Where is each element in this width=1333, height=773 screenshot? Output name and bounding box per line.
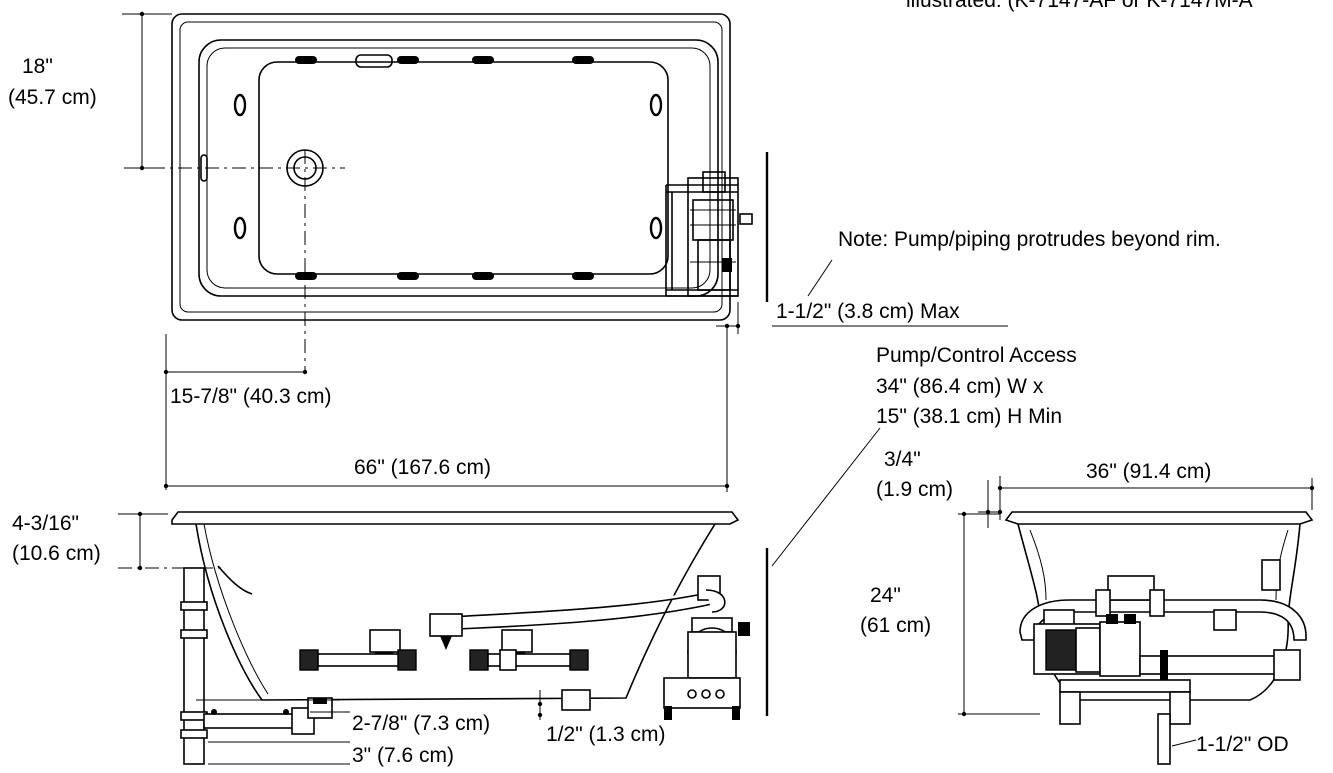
side-pump bbox=[663, 575, 750, 720]
jet bbox=[295, 56, 317, 64]
dim-24-cm-label: (61 cm) bbox=[860, 614, 931, 637]
dim-15-7-8 bbox=[163, 334, 308, 490]
plan-outer-rim bbox=[171, 13, 731, 321]
jet bbox=[649, 93, 663, 117]
jet bbox=[572, 56, 594, 64]
plan-basin-inner-line bbox=[206, 47, 711, 289]
grab-handle bbox=[355, 54, 393, 68]
plan-rim-inner-line bbox=[179, 21, 723, 313]
dim-18 bbox=[122, 11, 172, 171]
dim-4-3-16-cm-label: (10.6 cm) bbox=[12, 542, 101, 565]
jet bbox=[472, 56, 494, 64]
side-body bbox=[195, 523, 716, 701]
access-title: Pump/Control Access bbox=[876, 344, 1077, 367]
access-leader bbox=[771, 427, 881, 567]
dim-3-4-cm-label: (1.9 cm) bbox=[876, 478, 953, 501]
dim-4-3-16-in-label: 4-3/16" bbox=[12, 512, 79, 535]
plan-jets-bottom bbox=[295, 272, 594, 280]
access-height: 15" (38.1 cm) H Min bbox=[876, 405, 1062, 428]
end-view: 3/4" (1.9 cm) 36" (91.4 cm) 24" (61 cm) bbox=[860, 448, 1315, 765]
dim-3-label: 3" (7.6 cm) bbox=[352, 744, 454, 767]
plan-jets-side bbox=[233, 93, 663, 240]
side-rim bbox=[171, 511, 740, 525]
dim-3-4-in-label: 3/4" bbox=[884, 448, 921, 471]
plan-basin-outline bbox=[198, 39, 719, 297]
dim-1-2-label: 1/2" (1.3 cm) bbox=[546, 723, 666, 746]
plan-jets-top bbox=[295, 54, 594, 68]
jet bbox=[397, 272, 419, 280]
plan-pump-assembly bbox=[665, 171, 753, 297]
jet bbox=[233, 216, 247, 240]
jet bbox=[397, 56, 419, 64]
dim-66 bbox=[163, 326, 730, 492]
header-note: illustrated: (K-7147-AF or K-7147M-A bbox=[906, 0, 1253, 12]
jet bbox=[649, 216, 663, 240]
dim-15-7-8-label: 15-7/8" (40.3 cm) bbox=[170, 385, 332, 408]
dim-36-label: 36" (91.4 cm) bbox=[1086, 460, 1211, 483]
dim-18-in-label: 18" bbox=[22, 55, 53, 78]
access-width: 34" (86.4 cm) W x bbox=[876, 375, 1044, 398]
side-piping bbox=[217, 565, 713, 671]
note-pump-label: Note: Pump/piping protrudes beyond rim. bbox=[838, 228, 1221, 251]
jet bbox=[572, 272, 594, 280]
dim-2-7-8-label: 2-7/8" (7.3 cm) bbox=[352, 712, 490, 735]
jet bbox=[472, 272, 494, 280]
side-view: 4-3/16" (10.6 cm) bbox=[12, 511, 769, 767]
dim-66-label: 66" (167.6 cm) bbox=[354, 456, 491, 479]
side-drain-pipe bbox=[180, 567, 340, 765]
dim-18-cm-label: (45.7 cm) bbox=[8, 86, 97, 109]
plan-view: 18" (45.7 cm) 15-7/8" (40.3 cm) 66" (167… bbox=[8, 11, 1221, 492]
base-foot bbox=[561, 689, 591, 711]
dim-max bbox=[716, 152, 1008, 334]
jet bbox=[233, 93, 247, 117]
dim-max-label: 1-1/2" (3.8 cm) Max bbox=[776, 300, 960, 323]
dim-od-label: 1-1/2" OD bbox=[1196, 733, 1289, 756]
jet bbox=[295, 272, 317, 280]
dim-24-in-label: 24" bbox=[870, 584, 901, 607]
